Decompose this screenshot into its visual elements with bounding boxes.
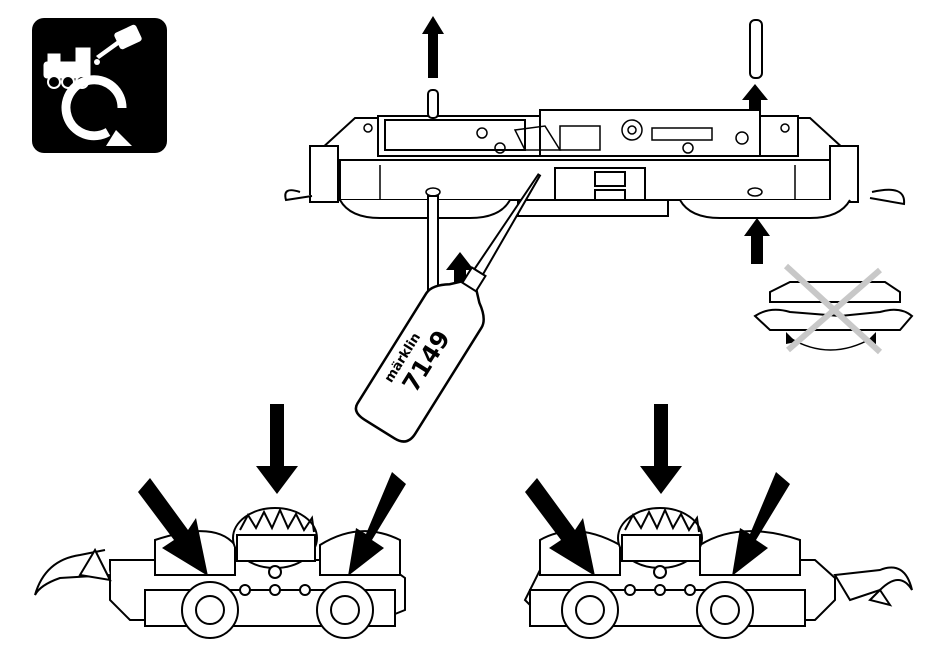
- arrow-up-remove-axle-pin: [422, 16, 444, 78]
- arrow-up-remove-clip: [742, 84, 768, 110]
- lubrication-service-icon: [32, 18, 167, 153]
- oil-arrow-left-2: [256, 404, 298, 494]
- oil-arrow-right-2: [640, 404, 682, 494]
- removed-pin: [750, 20, 762, 78]
- wrong-orientation-example: [755, 266, 912, 352]
- arrow-up-lift-right: [744, 218, 770, 264]
- axle-pin: [428, 90, 438, 118]
